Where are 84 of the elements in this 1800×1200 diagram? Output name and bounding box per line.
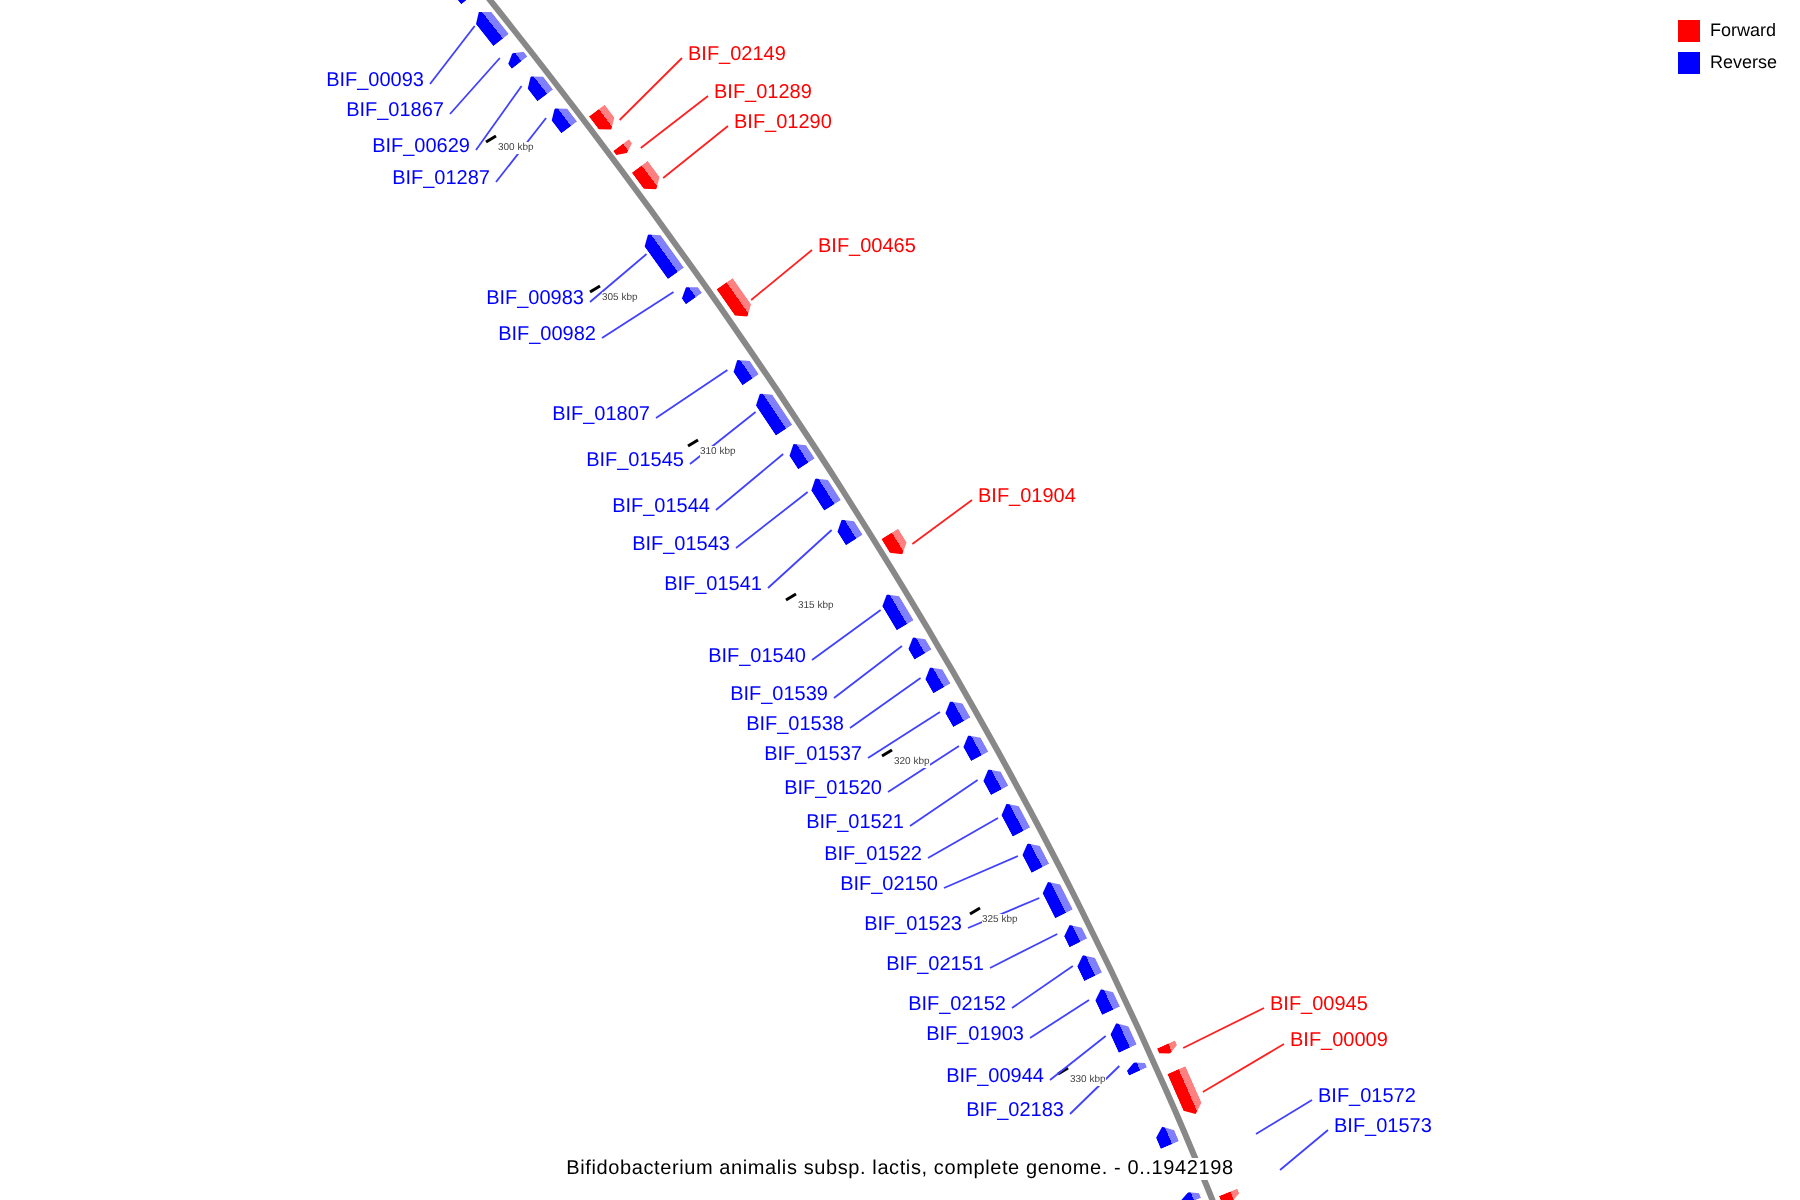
leader-line [849, 677, 922, 729]
leader-line [1029, 999, 1090, 1039]
leader-line [639, 95, 709, 149]
leader-line [715, 453, 785, 511]
caption: Bifidobacterium animalis subsp. lactis, complete genome. - 0..1942198 [566, 1158, 1234, 1180]
legend-label: Forward [1710, 18, 1777, 42]
leader-line [767, 529, 833, 589]
leader-line [750, 249, 813, 301]
leader-line [1069, 1065, 1121, 1115]
gene-block [997, 799, 1031, 837]
gene-label: BIF_01521 [806, 812, 904, 836]
gene-label: BIF_02152 [908, 994, 1006, 1018]
leader-line [867, 711, 941, 759]
leader-line [495, 117, 547, 183]
gene-block [1219, 1187, 1242, 1200]
leader-line [1279, 1129, 1329, 1171]
leader-line [833, 645, 903, 699]
leader-line [1255, 1099, 1313, 1135]
gene-block [904, 632, 932, 660]
leader-line [909, 779, 979, 827]
gene-label: BIF_01539 [730, 684, 828, 708]
gene-label: BIF_01544 [612, 496, 710, 520]
gene-label: BIF_01289 [714, 82, 812, 106]
leader-line [887, 745, 960, 793]
leader-line [1011, 965, 1074, 1009]
gene-label: BIF_00945 [1270, 994, 1368, 1018]
gene-label: BIF_02150 [840, 874, 938, 898]
gene-label: BIF_01903 [926, 1024, 1024, 1048]
gene-label: BIF_01537 [764, 744, 862, 768]
leader-line [911, 499, 973, 545]
gene-block [1152, 1122, 1179, 1150]
leader-line [1201, 1043, 1285, 1093]
leader-line [601, 291, 675, 339]
leader-line [475, 85, 523, 151]
gene-block [504, 47, 528, 69]
leader-line [689, 411, 757, 465]
leader-line [943, 855, 1019, 889]
gene-label: BIF_01523 [864, 914, 962, 938]
gene-label: BIF_01538 [746, 714, 844, 738]
gene-block [1090, 984, 1120, 1016]
gene-block [1124, 1057, 1147, 1075]
leader-line [927, 817, 999, 859]
leader-line [618, 57, 683, 121]
gene-block [613, 138, 636, 158]
leader-line [429, 25, 476, 85]
leader-line [449, 57, 501, 115]
gene-label: BIF_00009 [1290, 1030, 1388, 1054]
leader-line [1049, 1035, 1107, 1081]
gene-label: BIF_01290 [734, 112, 832, 136]
leader-line [811, 609, 882, 661]
gene-label: BIF_01541 [664, 574, 762, 598]
gene-label: BIF_01573 [1334, 1116, 1432, 1140]
leader-line [1182, 1007, 1265, 1049]
gene-label: BIF_01522 [824, 844, 922, 868]
gene-label: BIF_00093 [326, 70, 424, 94]
gene-label: BIF_01904 [978, 486, 1076, 510]
leader-line [655, 369, 729, 419]
gene-label: BIF_01807 [552, 404, 650, 428]
gene-block [1038, 877, 1073, 919]
gene-label: BIF_01545 [586, 450, 684, 474]
gene-label: BIF_02149 [688, 44, 786, 68]
gene-block [1168, 1066, 1206, 1118]
gene-label: BIF_02183 [966, 1100, 1064, 1124]
gene-label: BIF_00629 [372, 136, 470, 160]
gene-label: BIF_01572 [1318, 1086, 1416, 1110]
leader-line [589, 253, 648, 303]
leader-line [735, 491, 809, 549]
gene-label: BIF_01287 [392, 168, 490, 192]
gene-block [1179, 1187, 1202, 1200]
legend-label: Reverse [1710, 50, 1778, 74]
gene-block [1059, 920, 1087, 948]
gene-label: BIF_01540 [708, 646, 806, 670]
leader-line [662, 125, 729, 179]
gene-label: BIF_00983 [486, 288, 584, 312]
gene-block [1106, 1019, 1137, 1053]
gene-label: BIF_00944 [946, 1066, 1044, 1090]
gene-label: BIF_00465 [818, 236, 916, 260]
gene-block [1156, 1039, 1179, 1057]
gene-label: BIF_02151 [886, 954, 984, 978]
gene-label: BIF_01543 [632, 534, 730, 558]
gene-label: BIF_00982 [498, 324, 596, 348]
gene-label: BIF_01520 [784, 778, 882, 802]
gene-label: BIF_01867 [346, 100, 444, 124]
gene-block [1074, 950, 1104, 982]
